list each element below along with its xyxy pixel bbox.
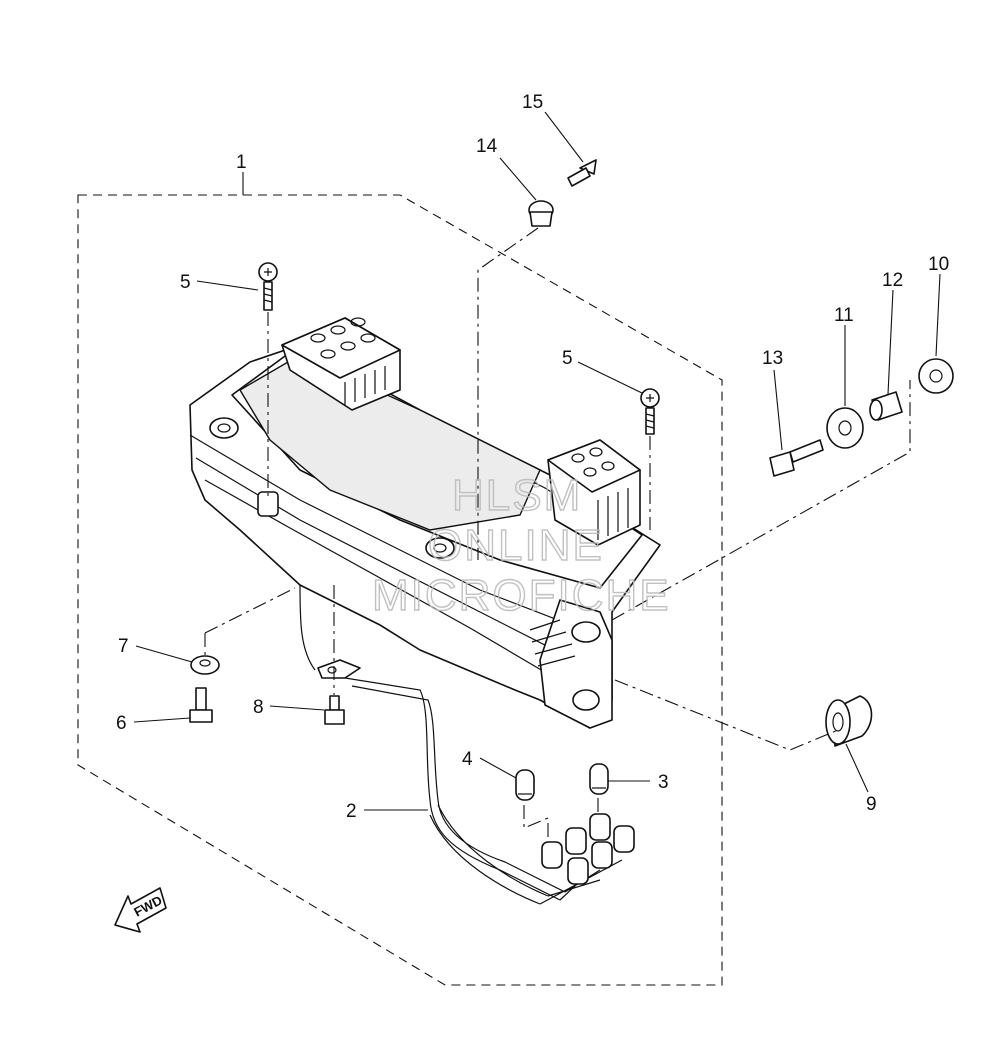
leader-14 <box>499 157 537 201</box>
grommet-9 <box>825 695 873 747</box>
callout-7: 7 <box>118 636 129 657</box>
callout-5-left: 5 <box>180 272 191 293</box>
leader-5b <box>577 361 643 394</box>
callout-2: 2 <box>346 801 357 822</box>
collar-12 <box>869 391 903 421</box>
leader-5a <box>196 280 259 291</box>
washer-10 <box>918 358 954 394</box>
leader-6 <box>133 717 191 723</box>
bolt-6 <box>189 687 213 723</box>
leader-4 <box>479 757 517 779</box>
bulb-sockets <box>541 813 635 885</box>
callout-12: 12 <box>882 270 903 291</box>
leader-8 <box>269 705 325 711</box>
leader-12 <box>887 289 894 395</box>
callout-14: 14 <box>476 136 498 157</box>
bolt-13 <box>769 439 824 477</box>
grommet-7 <box>190 655 220 675</box>
callout-11: 11 <box>834 305 854 326</box>
callout-9: 9 <box>866 794 877 815</box>
callout-6: 6 <box>116 713 127 734</box>
bulb-3 <box>589 763 609 795</box>
collar-14 <box>528 200 554 227</box>
bulb-4 <box>515 769 535 801</box>
leader-7 <box>135 645 193 663</box>
grommet-11 <box>826 407 864 449</box>
wire-harness <box>344 677 635 905</box>
callout-15: 15 <box>522 92 543 113</box>
callout-10: 10 <box>928 254 949 275</box>
watermark: HLSM ONLINE MICROFICHE <box>371 470 671 620</box>
callout-4: 4 <box>462 749 473 770</box>
callout-13: 13 <box>762 348 783 369</box>
forward-arrow: FWD <box>114 887 167 933</box>
leader-9 <box>845 743 869 793</box>
meter-assembly <box>189 317 661 729</box>
screw-15 <box>567 159 597 187</box>
leader-15 <box>544 111 584 163</box>
watermark-line-2: ONLINE <box>428 521 604 570</box>
callout-3: 3 <box>658 772 669 793</box>
callout-8: 8 <box>253 697 264 718</box>
callout-1: 1 <box>236 152 247 173</box>
connector-right-pins <box>571 447 615 477</box>
leader-13 <box>773 369 783 451</box>
watermark-line-1: HLSM <box>452 471 582 520</box>
callout-5-right: 5 <box>562 348 573 369</box>
assembly-boundary <box>77 194 723 986</box>
leader-10 <box>935 273 941 357</box>
connector-left-pins <box>310 317 376 359</box>
bolt-8 <box>324 695 345 725</box>
screw-5-left <box>258 262 278 311</box>
screw-5-right <box>640 388 660 435</box>
watermark-line-3: MICROFICHE <box>372 571 671 620</box>
